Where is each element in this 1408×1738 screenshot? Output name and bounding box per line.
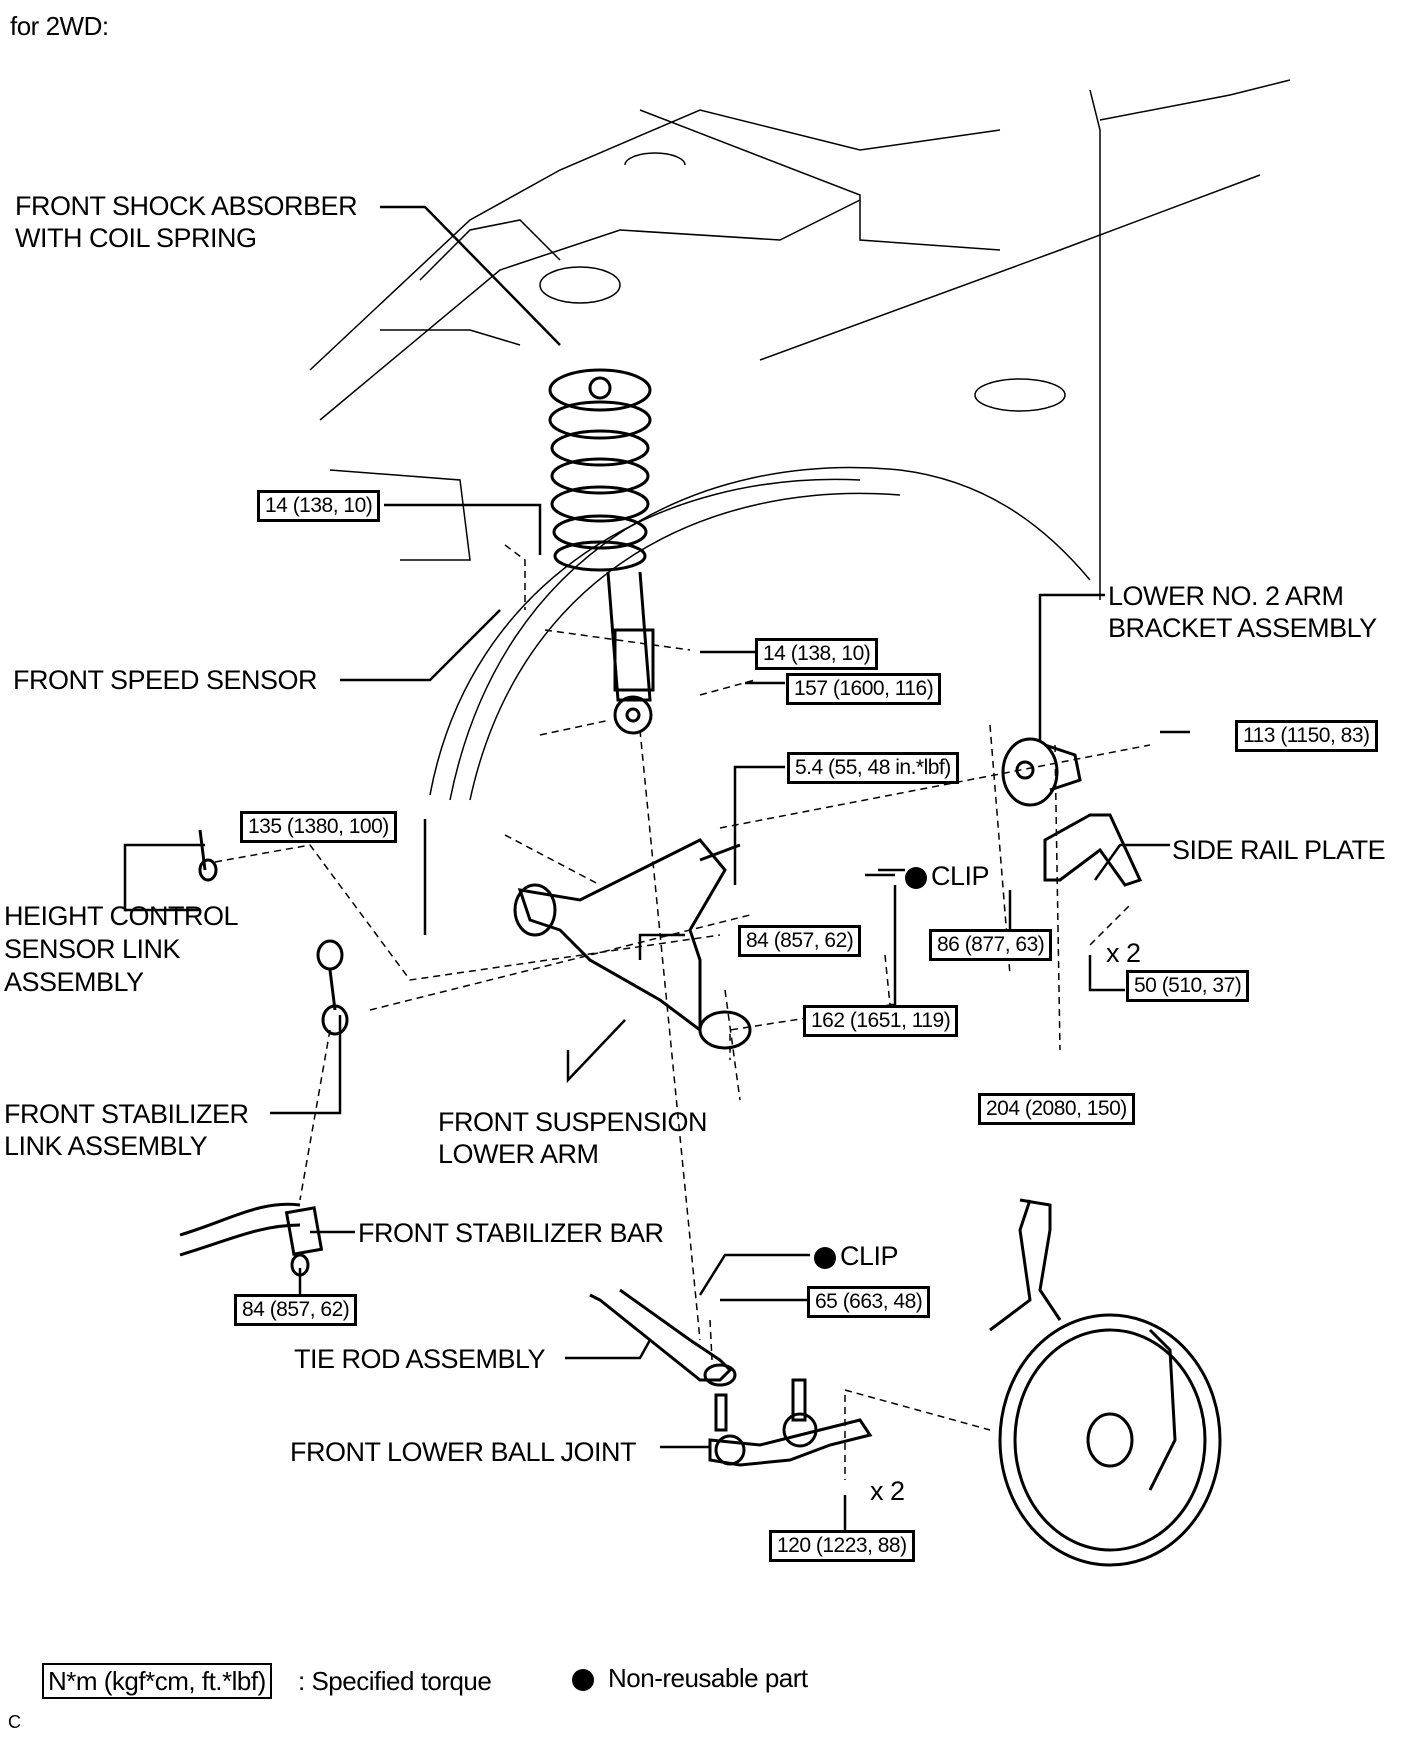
label-front-stabilizer-bar: FRONT STABILIZER BAR [358,1218,664,1248]
torque-lower-arm-front-bolt: 135 (1380, 100) [240,811,397,843]
nonreusable-dot-icon [814,1246,836,1269]
figure-code: C [8,1712,21,1732]
torque-shock-bracket-bolt: 14 (138, 10) [755,638,879,670]
label-front-speed-sensor: FRONT SPEED SENSOR [13,665,318,695]
qty-side-rail-bolt: x 2 [1106,938,1141,968]
label-lower-no2-arm-line2: BRACKET ASSEMBLY [1108,613,1377,643]
torque-ball-joint-castle-nut: 162 (1651, 119) [803,1005,959,1037]
page-title: for 2WD: [10,11,109,41]
label-stabilizer-link-line2: LINK ASSEMBLY [4,1131,208,1161]
label-height-control-line2: SENSOR LINK [4,934,181,964]
nonreusable-dot-icon [572,1669,594,1692]
legend-nonreusable-text: Non-reusable part [608,1663,808,1693]
vehicle-body-outline [309,79,1291,801]
nonreusable-dot-icon [905,866,927,889]
assembly-dashed-lines [214,544,1151,1480]
label-lower-arm-line1: FRONT SUSPENSION [438,1107,708,1137]
label-stabilizer-link-line1: FRONT STABILIZER [4,1099,249,1129]
torque-shock-lower-bolt: 157 (1600, 116) [786,673,942,705]
torque-bracket-long-bolt: 204 (2080, 150) [978,1093,1135,1125]
torque-bracket-nut: 113 (1150, 83) [1235,720,1378,752]
torque-stabilizer-link-nut: 84 (857, 62) [738,925,862,957]
legend-nonreusable: Non-reusable part [572,1662,808,1694]
shock-absorber-drawing [548,368,655,735]
torque-side-rail-bolt: 50 (510, 37) [1126,970,1250,1002]
label-height-control-line1: HEIGHT CONTROL [4,901,239,931]
label-shock-absorber-line1: FRONT SHOCK ABSORBER [15,191,358,221]
torque-ball-joint-bolt: 120 (1223, 88) [769,1530,915,1562]
qty-ball-joint-bolt: x 2 [870,1476,905,1506]
label-clip-lower: CLIP [814,1240,899,1272]
clip-upper-text: CLIP [931,861,990,891]
steering-parts-drawing [589,1198,1222,1567]
label-front-lower-ball-joint: FRONT LOWER BALL JOINT [290,1437,637,1467]
label-height-control-line3: ASSEMBLY [4,967,144,997]
label-shock-absorber-line2: WITH COIL SPRING [15,223,257,253]
torque-bracket-vertical-bolt: 86 (877, 63) [929,929,1053,961]
legend-torque-unit: N*m (kgf*cm, ft.*lbf) [42,1663,272,1699]
torque-speed-sensor-bolt: 14 (138, 10) [257,490,381,522]
label-clip-upper: CLIP [905,860,990,892]
clip-lower-text: CLIP [840,1241,899,1271]
label-side-rail-plate: SIDE RAIL PLATE [1172,835,1386,865]
leader-lines [123,205,1190,1535]
bracket-assembly-drawing [1001,737,1143,887]
label-lower-arm-line2: LOWER ARM [438,1139,599,1169]
label-tie-rod-assembly: TIE ROD ASSEMBLY [294,1344,546,1374]
stabilizer-drawing [179,829,349,1277]
torque-height-sensor-nut: 5.4 (55, 48 in.*lbf) [787,752,959,784]
legend-torque-desc: : Specified torque [298,1666,492,1696]
torque-stabilizer-bar-nut: 84 (857, 62) [234,1294,358,1326]
lower-arm-drawing [513,838,752,1050]
torque-tie-rod-nut: 65 (663, 48) [807,1286,931,1318]
label-lower-no2-arm-line1: LOWER NO. 2 ARM [1108,581,1344,611]
